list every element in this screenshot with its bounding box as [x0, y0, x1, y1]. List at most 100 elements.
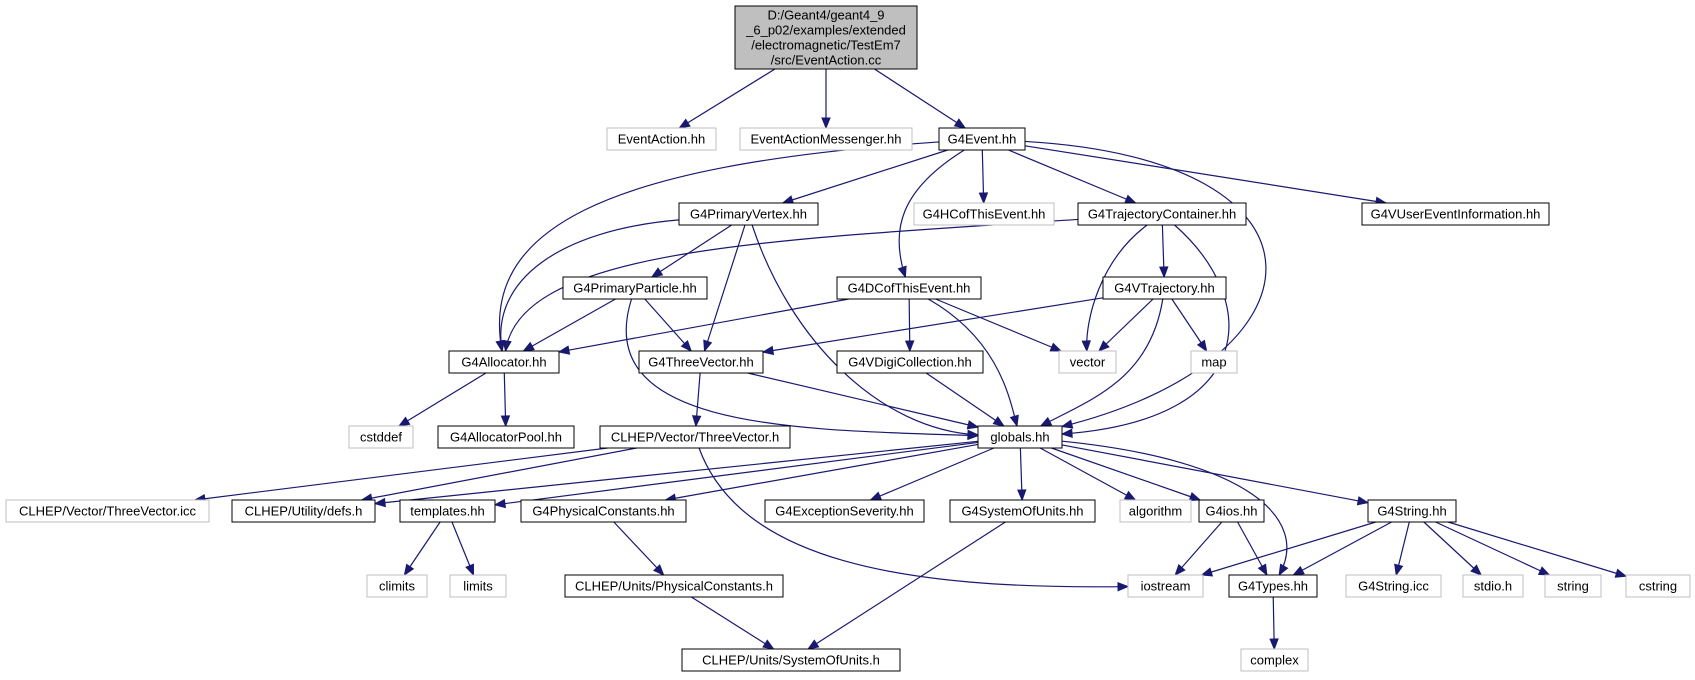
node-box-g4dcofthisevent-hh — [836, 276, 982, 300]
edge-g4primaryparticle-hh-to-globals-hh — [625, 298, 979, 437]
arrowhead-g4string-hh-to-g4types-hh — [1292, 565, 1305, 576]
node-iostream: iostream — [1127, 574, 1204, 598]
edge-g4event-hh-to-g4dcofthisevent-hh — [898, 149, 965, 278]
node-box-clhep-defs-h — [231, 499, 376, 523]
arrowhead-g4threevector-hh-to-clhep-threevector-h — [691, 415, 702, 428]
node-g4event-hh[interactable]: G4Event.hh — [938, 127, 1026, 151]
edge-g4ios-hh-to-iostream — [1174, 521, 1223, 576]
node-stdio-h: stdio.h — [1462, 574, 1524, 598]
edge-clhep-threevector-h-to-clhep-threevector-icc — [194, 447, 608, 501]
node-label-map: map — [1201, 355, 1226, 370]
node-label-templates-hh: templates.hh — [410, 504, 484, 519]
arrowhead-g4string-hh-to-iostream — [1200, 567, 1214, 577]
node-g4types-hh[interactable]: G4Types.hh — [1228, 574, 1318, 598]
node-g4exceptionseverity-hh[interactable]: G4ExceptionSeverity.hh — [764, 499, 925, 523]
node-map: map — [1190, 350, 1238, 374]
arrowhead-g4ios-hh-to-iostream — [1174, 563, 1186, 577]
edge-g4string-hh-to-iostream — [1201, 521, 1377, 576]
node-label-g4threevector-hh: G4ThreeVector.hh — [648, 355, 754, 370]
node-box-g4allocatorpool-hh — [437, 425, 575, 449]
node-label-g4dcofthisevent-hh: G4DCofThisEvent.hh — [848, 281, 971, 296]
arrowhead-g4dcofthisevent-hh-to-globals-hh — [1009, 414, 1019, 428]
node-box-stdio-h — [1462, 574, 1524, 598]
node-box-g4primaryvertex-hh — [678, 202, 819, 226]
node-clhep-defs-h[interactable]: CLHEP/Utility/defs.h — [231, 499, 376, 523]
node-label-vector: vector — [1070, 355, 1106, 370]
node-g4vusereventinformation-hh[interactable]: G4VUserEventInformation.hh — [1361, 202, 1550, 226]
node-label-root-line-3: /electromagnetic/TestEm7 — [751, 38, 901, 53]
arrowhead-g4allocator-hh-to-g4allocatorpool-hh — [500, 415, 511, 428]
node-box-g4string-hh — [1367, 499, 1457, 523]
node-g4dcofthisevent-hh[interactable]: G4DCofThisEvent.hh — [836, 276, 982, 300]
arrowhead-g4string-hh-to-string — [1537, 566, 1551, 576]
arrowhead-globals-hh-to-g4types-hh — [1278, 563, 1289, 577]
arrowhead-g4event-hh-to-g4dcofthisevent-hh — [897, 265, 907, 279]
node-clhep-physicalconstants-h[interactable]: CLHEP/Units/PhysicalConstants.h — [564, 574, 784, 598]
arrowhead-globals-hh-to-g4string-hh — [1356, 496, 1370, 506]
arrowhead-globals-hh-to-g4exceptionseverity-hh — [869, 491, 883, 501]
node-g4vdigicollection-hh[interactable]: G4VDigiCollection.hh — [836, 350, 984, 374]
node-root: D:/Geant4/geant4_9_6_p02/examples/extend… — [734, 5, 918, 70]
node-box-g4vtrajectory-hh — [1102, 276, 1227, 300]
node-clhep-systemofunits-h[interactable]: CLHEP/Units/SystemOfUnits.h — [681, 648, 901, 672]
node-g4allocator-hh[interactable]: G4Allocator.hh — [448, 350, 560, 374]
node-box-g4vusereventinformation-hh — [1361, 202, 1550, 226]
node-g4ios-hh[interactable]: G4ios.hh — [1198, 499, 1265, 523]
edge-g4allocator-hh-to-cstddef — [398, 372, 487, 427]
arrowhead-globals-hh-to-clhep-defs-h — [373, 497, 386, 508]
arrowhead-g4dcofthisevent-hh-to-vector — [1049, 342, 1063, 352]
node-label-g4allocatorpool-hh: G4AllocatorPool.hh — [450, 430, 562, 445]
node-label-eventactionmessenger-hh: EventActionMessenger.hh — [750, 132, 901, 147]
node-algorithm: algorithm — [1119, 499, 1192, 523]
edge-g4primaryvertex-hh-to-g4allocator-hh — [500, 219, 680, 352]
arrowhead-g4primaryvertex-hh-to-g4threevector-hh — [703, 339, 713, 353]
node-label-g4string-hh: G4String.hh — [1377, 504, 1446, 519]
edge-globals-hh-to-g4physicalconstants-hh — [665, 443, 979, 501]
node-box-g4vdigicollection-hh — [836, 350, 984, 374]
node-g4vtrajectory-hh[interactable]: G4VTrajectory.hh — [1102, 276, 1227, 300]
node-box-globals-hh — [977, 425, 1063, 449]
node-box-g4exceptionseverity-hh — [764, 499, 925, 523]
node-label-g4physicalconstants-hh: G4PhysicalConstants.hh — [532, 504, 674, 519]
arrowhead-globals-hh-to-g4systemofunits-hh — [1017, 489, 1027, 502]
node-clhep-threevector-h[interactable]: CLHEP/Vector/ThreeVector.h — [599, 425, 791, 449]
node-globals-hh[interactable]: globals.hh — [977, 425, 1063, 449]
node-g4systemofunits-hh[interactable]: G4SystemOfUnits.hh — [949, 499, 1096, 523]
node-box-g4ios-hh — [1198, 499, 1265, 523]
node-g4primaryvertex-hh[interactable]: G4PrimaryVertex.hh — [678, 202, 819, 226]
edge-g4dcofthisevent-hh-to-g4allocator-hh — [558, 298, 849, 353]
node-templates-hh[interactable]: templates.hh — [399, 499, 496, 523]
edge-g4vtrajectory-hh-to-g4threevector-hh — [762, 297, 1104, 353]
node-label-globals-hh: globals.hh — [990, 430, 1049, 445]
node-label-g4ios-hh: G4ios.hh — [1205, 504, 1257, 519]
edge-g4event-hh-to-g4allocator-hh — [498, 141, 940, 352]
edge-g4primaryparticle-hh-to-g4allocator-hh — [523, 298, 616, 352]
arrowhead-g4primaryparticle-hh-to-globals-hh — [967, 430, 980, 441]
node-label-g4vusereventinformation-hh: G4VUserEventInformation.hh — [1371, 207, 1541, 222]
arrowhead-clhep-threevector-h-to-iostream — [1117, 581, 1130, 592]
node-g4threevector-hh[interactable]: G4ThreeVector.hh — [638, 350, 764, 374]
node-box-g4allocator-hh — [448, 350, 560, 374]
edge-globals-hh-to-templates-hh — [494, 441, 979, 506]
node-label-g4primaryparticle-hh: G4PrimaryParticle.hh — [573, 281, 697, 296]
node-box-clhep-threevector-h — [599, 425, 791, 449]
edge-g4systemofunits-hh-to-clhep-systemofunits-h — [807, 521, 1006, 650]
node-label-root-line-2: _6_p02/examples/extended — [745, 23, 906, 38]
node-g4trajectorycontainer-hh[interactable]: G4TrajectoryContainer.hh — [1077, 202, 1247, 226]
node-cstddef: cstddef — [348, 425, 414, 449]
edge-globals-hh-to-g4types-hh — [1061, 440, 1288, 576]
node-label-cstring: cstring — [1639, 579, 1677, 594]
node-g4primaryparticle-hh[interactable]: G4PrimaryParticle.hh — [562, 276, 708, 300]
node-box-map — [1190, 350, 1238, 374]
edge-g4vdigicollection-hh-to-globals-hh — [925, 372, 1005, 427]
node-label-algorithm: algorithm — [1129, 504, 1182, 519]
node-g4physicalconstants-hh[interactable]: G4PhysicalConstants.hh — [520, 499, 687, 523]
edge-globals-hh-to-clhep-defs-h — [374, 440, 979, 505]
node-g4allocatorpool-hh[interactable]: G4AllocatorPool.hh — [437, 425, 575, 449]
node-g4string-hh[interactable]: G4String.hh — [1367, 499, 1457, 523]
edge-g4event-hh-to-globals-hh — [1024, 140, 1267, 428]
node-label-g4types-hh: G4Types.hh — [1238, 579, 1308, 594]
arrowhead-g4string-hh-to-cstring — [1614, 568, 1628, 578]
node-label-clhep-systemofunits-h: CLHEP/Units/SystemOfUnits.h — [702, 653, 880, 668]
